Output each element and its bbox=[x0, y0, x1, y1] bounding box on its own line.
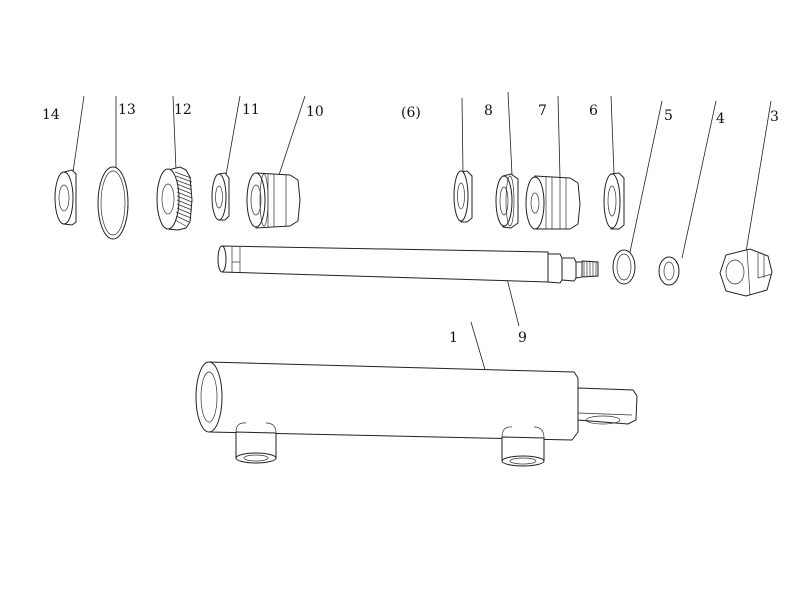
part-14-bushing bbox=[54, 169, 77, 226]
part-8-seal bbox=[495, 173, 519, 229]
part-11-washer bbox=[211, 172, 230, 221]
part-1-cylinder-body bbox=[195, 361, 638, 467]
part-3-castle-nut bbox=[719, 248, 773, 297]
label-14: 14 bbox=[42, 107, 60, 123]
part-7-piston bbox=[525, 175, 581, 230]
label-3: 3 bbox=[770, 109, 779, 125]
part-12-knurled-nut bbox=[156, 166, 193, 231]
label-10: 10 bbox=[306, 104, 324, 120]
part-5-washer bbox=[612, 249, 636, 285]
part-10-gland bbox=[246, 172, 301, 229]
part-6-ref-ring bbox=[453, 170, 473, 223]
label-5: 5 bbox=[664, 108, 673, 124]
label-7: 7 bbox=[538, 103, 547, 119]
label-4: 4 bbox=[716, 111, 725, 127]
leader-lines bbox=[72, 91, 772, 391]
label-13: 13 bbox=[118, 102, 136, 118]
label-6: 6 bbox=[589, 103, 598, 119]
part-9-piston-rod bbox=[217, 245, 599, 284]
label-6-ref: (6) bbox=[401, 105, 421, 121]
label-8: 8 bbox=[484, 103, 493, 119]
label-11: 11 bbox=[242, 102, 260, 118]
part-6-ring bbox=[603, 172, 625, 230]
label-12: 12 bbox=[174, 102, 192, 118]
part-13-o-ring bbox=[97, 166, 129, 240]
label-1: 1 bbox=[449, 330, 458, 346]
label-9: 9 bbox=[518, 330, 527, 346]
part-4-lock-washer bbox=[658, 256, 680, 286]
